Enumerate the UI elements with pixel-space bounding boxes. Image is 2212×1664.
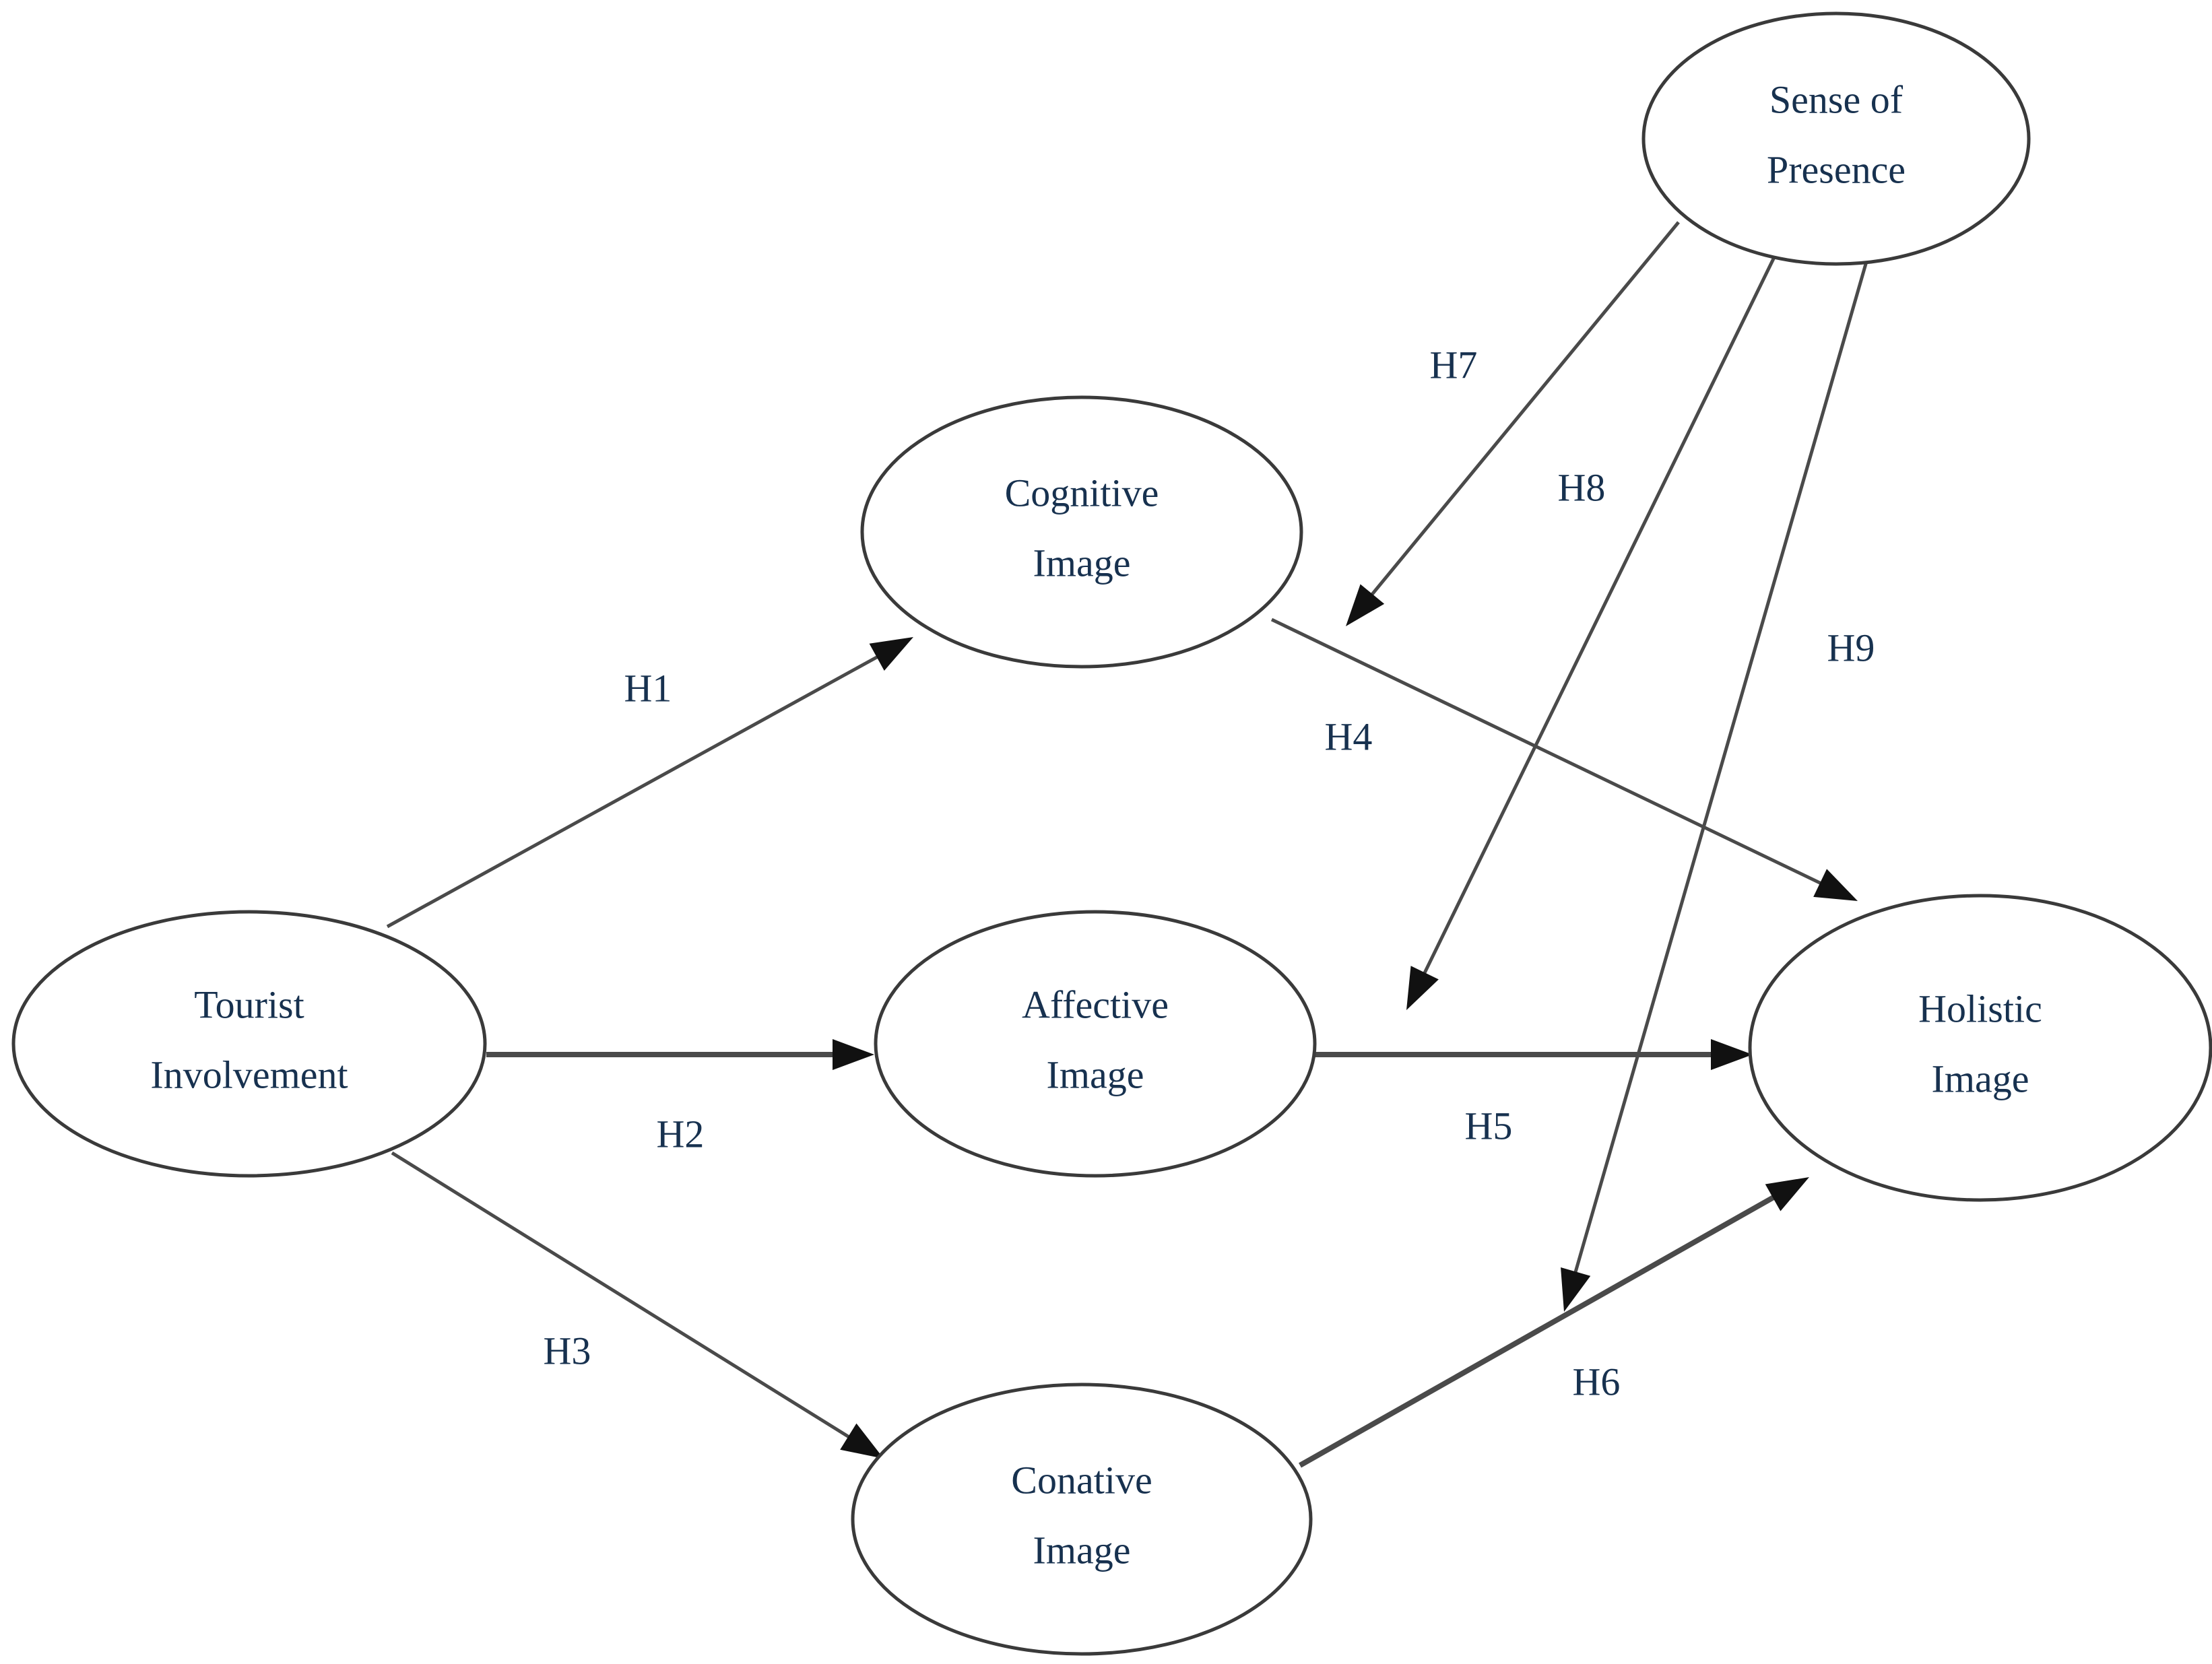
edge-h8[interactable] — [1420, 253, 1778, 980]
node-affective-image-shape — [874, 910, 1317, 1178]
edge-h4-line — [1270, 618, 1828, 888]
arrowhead-h5-icon — [1711, 1039, 1753, 1070]
edge-h3[interactable] — [391, 1151, 856, 1442]
node-affective-image-label-line2: Image — [1047, 1053, 1144, 1096]
node-cognitive-image-label-line2: Image — [1033, 541, 1131, 585]
edge-label-h8: H8 — [1558, 465, 1606, 509]
arrowhead-h7-icon — [1346, 584, 1385, 626]
node-tourist-involvement-shape — [11, 910, 487, 1178]
node-cognitive-image-label-line1: Cognitive — [1005, 471, 1159, 514]
node-layer: Tourist Involvement Cognitive Image Affe… — [11, 11, 2212, 1656]
node-cognitive-image[interactable]: Cognitive Image — [860, 395, 1303, 669]
node-affective-image-label-line1: Affective — [1022, 983, 1169, 1026]
edge-label-h7: H7 — [1430, 343, 1478, 387]
edge-layer — [386, 221, 1871, 1468]
node-conative-image-shape — [851, 1383, 1313, 1656]
arrowhead-h1-icon — [869, 637, 913, 671]
edge-h9[interactable] — [1571, 254, 1871, 1279]
node-tourist-involvement-label-line2: Involvement — [150, 1053, 348, 1096]
node-tourist-involvement-label-line1: Tourist — [194, 983, 304, 1026]
edge-h6-line — [1299, 1191, 1781, 1468]
node-holistic-image-label-line1: Holistic — [1918, 987, 2042, 1030]
edge-h9-line — [1571, 254, 1871, 1279]
edge-label-h5: H5 — [1465, 1104, 1513, 1147]
arrowhead-h9-icon — [1561, 1267, 1591, 1312]
node-sense-of-presence[interactable]: Sense of Presence — [1641, 11, 2031, 266]
edge-h7-line — [1366, 221, 1680, 601]
edge-label-h4: H4 — [1325, 714, 1373, 758]
edge-h4[interactable] — [1270, 618, 1828, 888]
edge-h1-line — [386, 652, 884, 929]
edge-label-h2: H2 — [657, 1112, 705, 1156]
edge-label-h3: H3 — [544, 1329, 591, 1372]
node-holistic-image[interactable]: Holistic Image — [1748, 894, 2212, 1202]
edge-h7[interactable] — [1366, 221, 1680, 601]
node-holistic-image-label-line2: Image — [1932, 1057, 2029, 1100]
node-cognitive-image-shape — [860, 395, 1303, 669]
edge-h8-line — [1420, 253, 1778, 980]
edge-label-layer: H1 H2 H3 H4 H5 H6 H7 H8 H9 — [544, 343, 1875, 1403]
arrowhead-h3-icon — [840, 1423, 884, 1459]
node-holistic-image-shape — [1748, 894, 2212, 1202]
node-sense-of-presence-shape — [1641, 11, 2031, 266]
edge-h1[interactable] — [386, 652, 884, 929]
node-conative-image[interactable]: Conative Image — [851, 1383, 1313, 1656]
edge-label-h6: H6 — [1573, 1360, 1621, 1403]
arrowhead-layer — [833, 584, 1858, 1459]
node-conative-image-label-line2: Image — [1033, 1528, 1131, 1572]
node-tourist-involvement[interactable]: Tourist Involvement — [11, 910, 487, 1178]
edge-label-h1: H1 — [624, 666, 672, 710]
node-sense-of-presence-label-line2: Presence — [1767, 147, 1906, 191]
node-sense-of-presence-label-line1: Sense of — [1769, 77, 1904, 121]
edge-h6[interactable] — [1299, 1191, 1781, 1468]
arrowhead-h6-icon — [1765, 1177, 1809, 1211]
node-conative-image-label-line1: Conative — [1011, 1458, 1152, 1502]
edge-h3-line — [391, 1151, 856, 1442]
edge-label-h9: H9 — [1827, 626, 1875, 669]
arrowhead-h2-icon — [833, 1039, 874, 1070]
arrowhead-h4-icon — [1813, 869, 1858, 901]
node-affective-image[interactable]: Affective Image — [874, 910, 1317, 1178]
arrowhead-h8-icon — [1406, 966, 1439, 1010]
